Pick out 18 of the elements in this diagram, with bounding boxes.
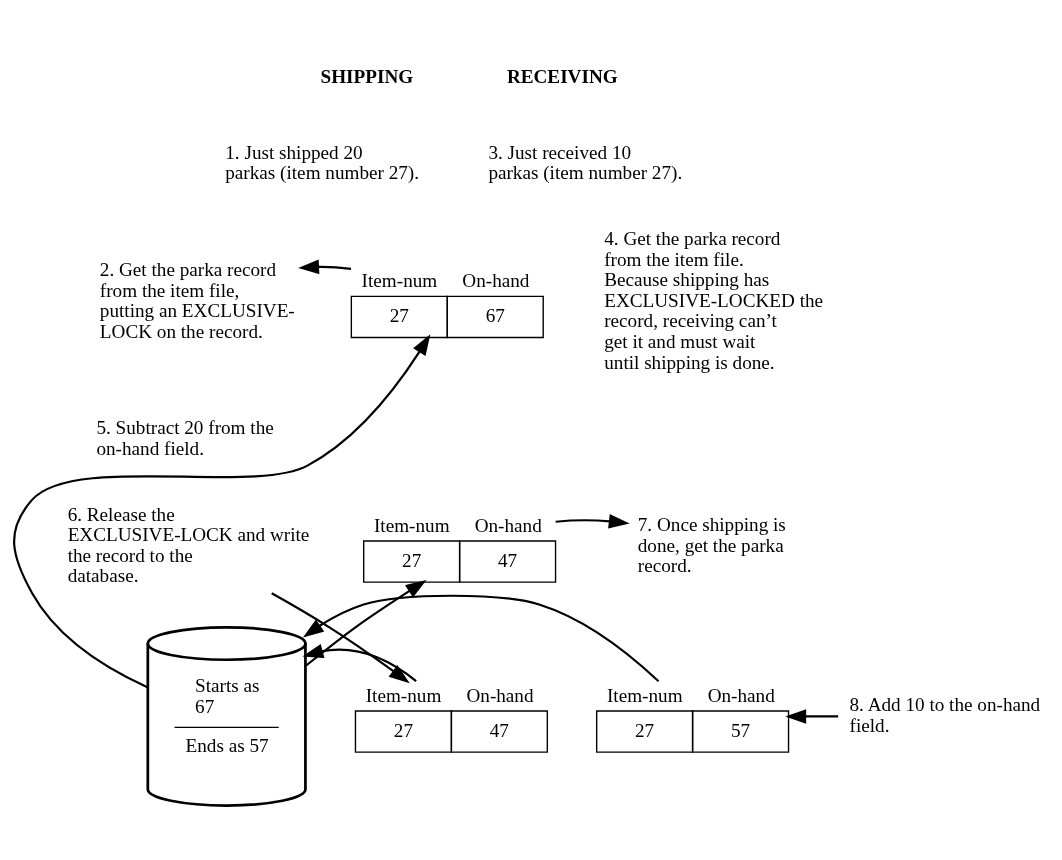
label: 3. Just received 10 parkas (item number 27). — [488, 141, 683, 184]
node-label: Item-num — [361, 270, 438, 292]
label: 5. Subtract 20 from the on-hand field. — [96, 417, 274, 459]
node-label: Item-num — [606, 684, 683, 706]
node-text: 2. Get the parka record from the item file, putting an EXCLUSIVE-LOCK on the record. — [99, 259, 295, 342]
node-label: On-hand — [462, 270, 530, 292]
node-label: On-hand — [474, 514, 542, 536]
label: RECEIVING — [506, 65, 618, 87]
label: 1. Just shipped 20 parkas (item number 27). — [225, 141, 420, 184]
node-label: Item-num — [365, 684, 442, 706]
label: SHIPPING — [320, 65, 414, 87]
node-text: 6. Release the EXCLUSIVE-LOCK and write the record to the database. — [67, 503, 310, 587]
node-label: On-hand — [466, 684, 534, 706]
node-text: 7. Once shipping is done, get the parka record. — [637, 514, 786, 577]
node-label: On-hand — [707, 684, 775, 706]
node-label: Item-num — [373, 514, 450, 536]
node-text: 8. Add 10 to the on-hand field. — [849, 694, 1041, 736]
label: 4. Get the parka record from the item file. Because shipping has EXCLUSIVE-LOCKED the record, receiving can’t get it and must wait until shipping is done. — [604, 228, 824, 373]
